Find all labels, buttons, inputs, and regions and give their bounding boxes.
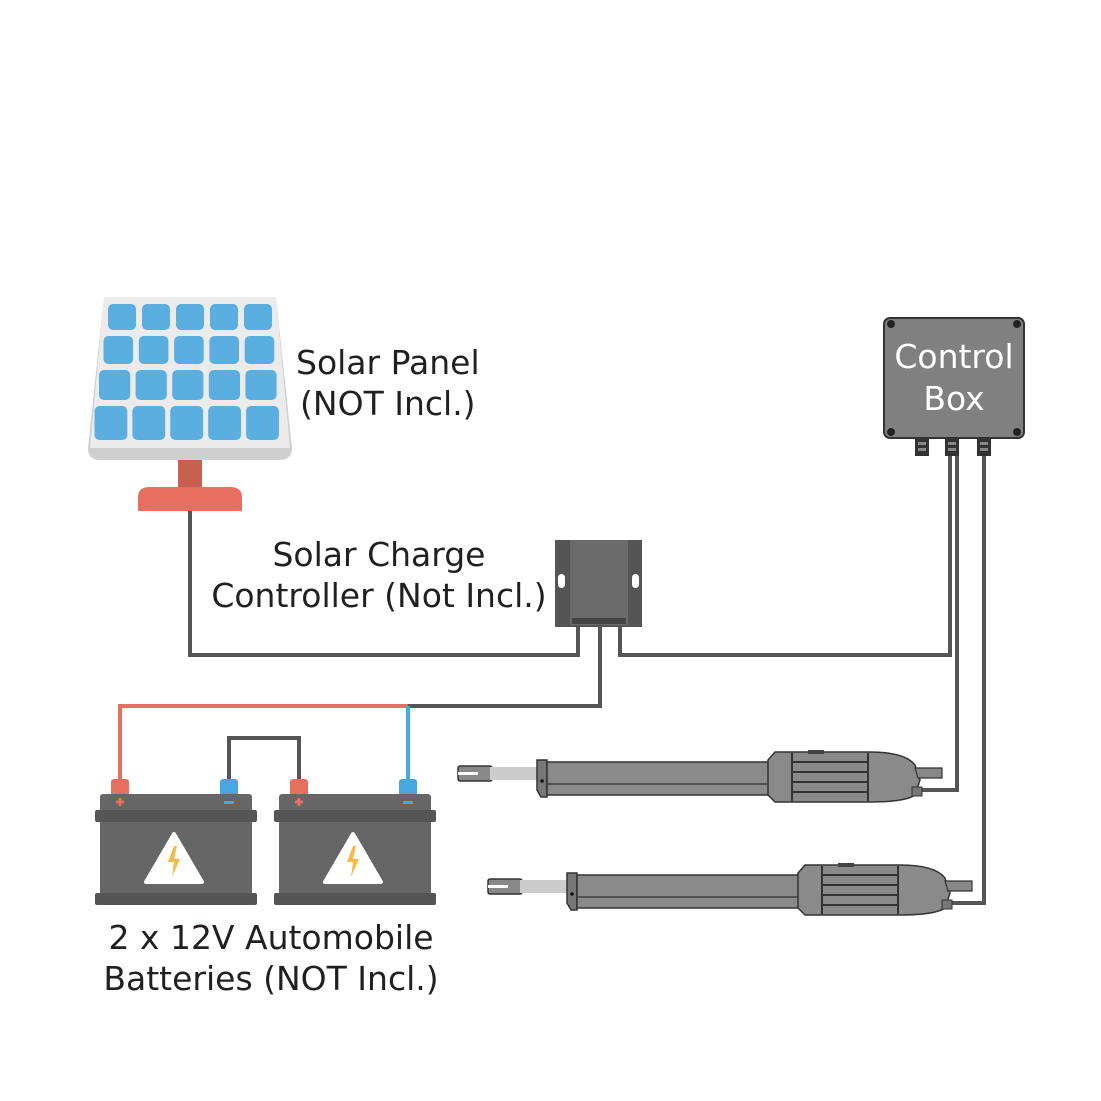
negative-terminal	[220, 779, 238, 796]
actuator2-wire	[946, 455, 986, 905]
negative-terminal	[399, 779, 417, 796]
charge-controller	[555, 540, 642, 627]
solar-cell	[135, 370, 167, 400]
solar-cell	[246, 406, 279, 440]
actuator1-wire	[918, 455, 959, 792]
solar-panel-label-line2: (NOT Incl.)	[300, 384, 476, 423]
actuator-motor	[767, 751, 921, 803]
solar-cell	[138, 336, 169, 364]
solar-cell	[172, 370, 204, 400]
positive-terminal	[290, 779, 308, 796]
charge-controller-label-line2: Controller (Not Incl.)	[211, 576, 547, 615]
solar-cell	[209, 336, 239, 364]
charge-controller-label-line1: Solar Charge	[272, 535, 486, 574]
battery-2	[274, 779, 436, 905]
positive-wire	[118, 704, 408, 782]
control-box	[883, 317, 1025, 456]
actuator-motor	[797, 864, 951, 916]
control-box-label: Control Box	[884, 336, 1024, 420]
gate-actuator-1	[457, 750, 943, 803]
charge-controller-label: Solar Charge Controller (Not Incl.)	[204, 534, 554, 616]
solar-panel	[88, 297, 292, 511]
solar-cell	[103, 336, 134, 364]
solar-cell	[208, 406, 241, 440]
controller-to-battery-wire	[408, 627, 602, 708]
solar-cell	[170, 406, 204, 440]
solar-cell	[210, 304, 238, 330]
solar-cell	[132, 406, 166, 440]
solar-cell	[174, 336, 204, 364]
solar-panel-label: Solar Panel (NOT Incl.)	[296, 342, 480, 424]
solar-cell	[245, 370, 277, 400]
actuator-tube	[546, 761, 770, 796]
lightning-icon	[168, 846, 180, 877]
solar-cell	[108, 304, 136, 330]
positive-terminal	[111, 779, 129, 796]
actuator-rod	[490, 767, 538, 780]
panel-to-controller-wire	[188, 511, 580, 657]
jumper-wire	[227, 736, 301, 782]
solar-cell	[142, 304, 170, 330]
batteries-label: 2 x 12V Automobile Batteries (NOT Incl.)	[96, 917, 446, 999]
control-box-label-line2: Box	[923, 379, 985, 418]
controller-to-controlbox-wire	[618, 455, 952, 657]
solar-cell	[208, 370, 240, 400]
solar-cell	[99, 370, 131, 400]
solar-panel-label-line1: Solar Panel	[296, 343, 480, 382]
lightning-icon	[347, 846, 359, 877]
solar-cell	[176, 304, 204, 330]
solar-cell	[244, 336, 275, 364]
batteries-label-line2: Batteries (NOT Incl.)	[103, 959, 439, 998]
control-box-label-line1: Control	[894, 337, 1014, 376]
batteries-label-line1: 2 x 12V Automobile	[108, 918, 434, 957]
wires	[118, 455, 986, 905]
solar-cell	[244, 304, 272, 330]
battery-1	[95, 779, 257, 905]
actuator-rod	[520, 880, 568, 893]
solar-cell	[94, 406, 128, 440]
actuator-tube	[576, 874, 800, 909]
gate-actuator-2	[487, 863, 973, 916]
